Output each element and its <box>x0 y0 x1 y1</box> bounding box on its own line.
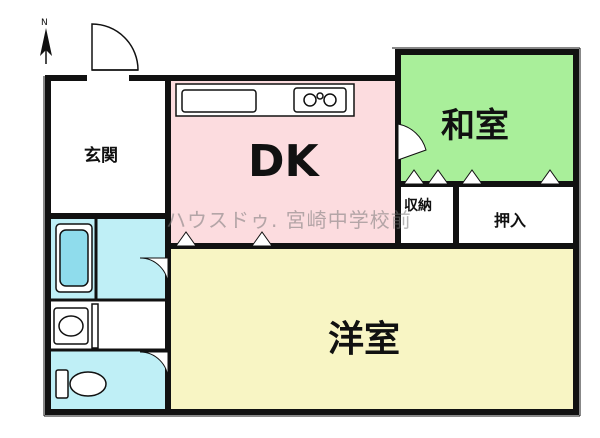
genkan-area <box>50 80 168 216</box>
sliding-door-icon <box>403 169 425 185</box>
room-label-genkan: 玄関 <box>84 146 118 166</box>
watermark: ハウスドゥ. 宮崎中学校前 <box>166 208 412 232</box>
room-label-oshiire: 押入 <box>494 211 527 230</box>
kitchen-counter <box>175 83 355 117</box>
sliding-door-icon <box>461 169 483 185</box>
door-swing-icon <box>139 351 169 381</box>
compass-north-icon <box>40 28 52 64</box>
washbasin-icon <box>53 303 99 349</box>
sliding-door-icon <box>539 169 561 185</box>
sliding-door-icon <box>427 169 449 185</box>
door-swing-icon <box>139 257 169 287</box>
sliding-door-icon <box>251 231 273 247</box>
sliding-door-icon <box>175 231 197 247</box>
room-label-shuno: 収納 <box>404 198 432 214</box>
toilet-icon <box>55 369 107 399</box>
oshiire-area <box>456 184 574 246</box>
compass-label: N <box>41 18 48 28</box>
entrance-door-icon <box>91 23 139 71</box>
room-label-dk: DK <box>248 136 319 187</box>
shuno-area <box>396 184 456 224</box>
toilet-area <box>50 350 168 412</box>
yoshitsu-area <box>168 246 574 412</box>
washitsu-area <box>396 54 574 184</box>
sink-icon <box>181 89 257 113</box>
bathtub-icon <box>55 223 93 293</box>
room-label-washitsu: 和室 <box>441 106 509 146</box>
room-label-yoshitsu: 洋室 <box>328 319 401 360</box>
stove-icon <box>293 87 347 113</box>
door-swing-icon <box>397 123 427 161</box>
